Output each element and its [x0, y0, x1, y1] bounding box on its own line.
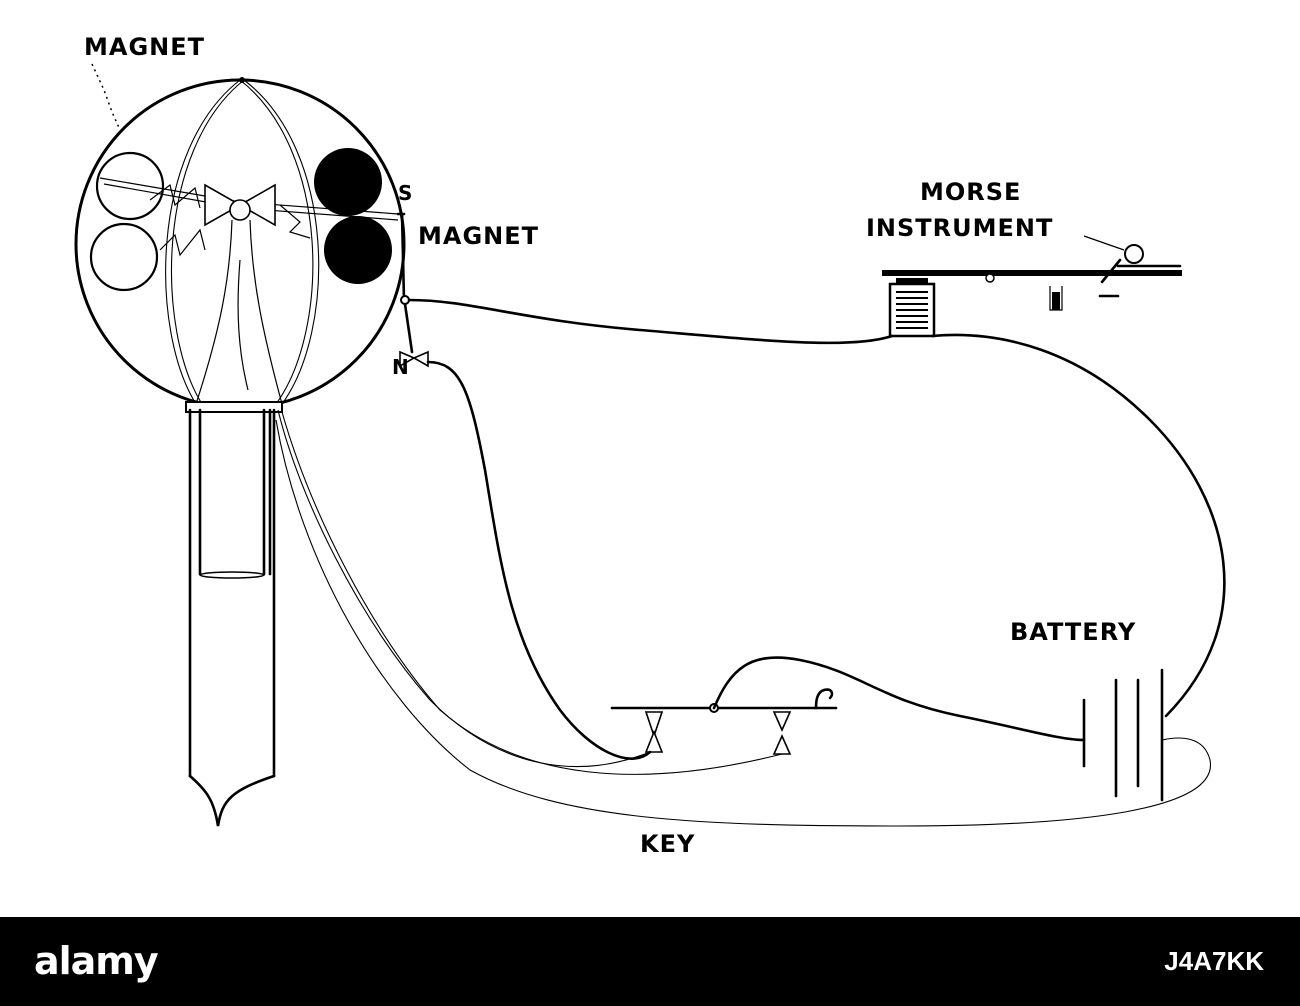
label-battery: BATTERY	[1010, 618, 1136, 646]
pole-bar	[396, 212, 429, 368]
label-magnet-top: MAGNET	[84, 33, 205, 61]
dial-instrument	[74, 77, 406, 410]
diagram-drawing: MAGNET S MAGNET N MORSE INSTRUMENT BATTE…	[74, 33, 1226, 858]
battery	[1082, 668, 1164, 802]
left-coil-bottom	[89, 222, 159, 292]
diagram-labels: MAGNET S MAGNET N MORSE INSTRUMENT BATTE…	[84, 33, 1136, 858]
label-key: KEY	[640, 830, 695, 858]
telegraph-circuit-diagram: MAGNET S MAGNET N MORSE INSTRUMENT BATTE…	[74, 33, 1226, 858]
telegraph-key	[610, 688, 838, 755]
watermark-bar: alamy J4A7KK	[0, 917, 1300, 1006]
label-morse-line2: INSTRUMENT	[866, 214, 1053, 242]
magnet-pole-upper	[314, 148, 382, 216]
label-morse-line1: MORSE	[920, 178, 1021, 206]
watermark-logo: alamy	[34, 939, 159, 983]
left-coil-top	[95, 151, 165, 221]
label-pole-n: N	[392, 355, 410, 379]
morse-instrument	[882, 235, 1182, 338]
label-pole-s: S	[398, 181, 413, 205]
tube-float	[185, 401, 283, 827]
magnet-pole-lower	[324, 216, 392, 284]
watermark-image-code: J4A7KK	[1164, 946, 1264, 976]
circuit-wires	[275, 298, 1226, 827]
label-magnet-right: MAGNET	[418, 222, 539, 250]
